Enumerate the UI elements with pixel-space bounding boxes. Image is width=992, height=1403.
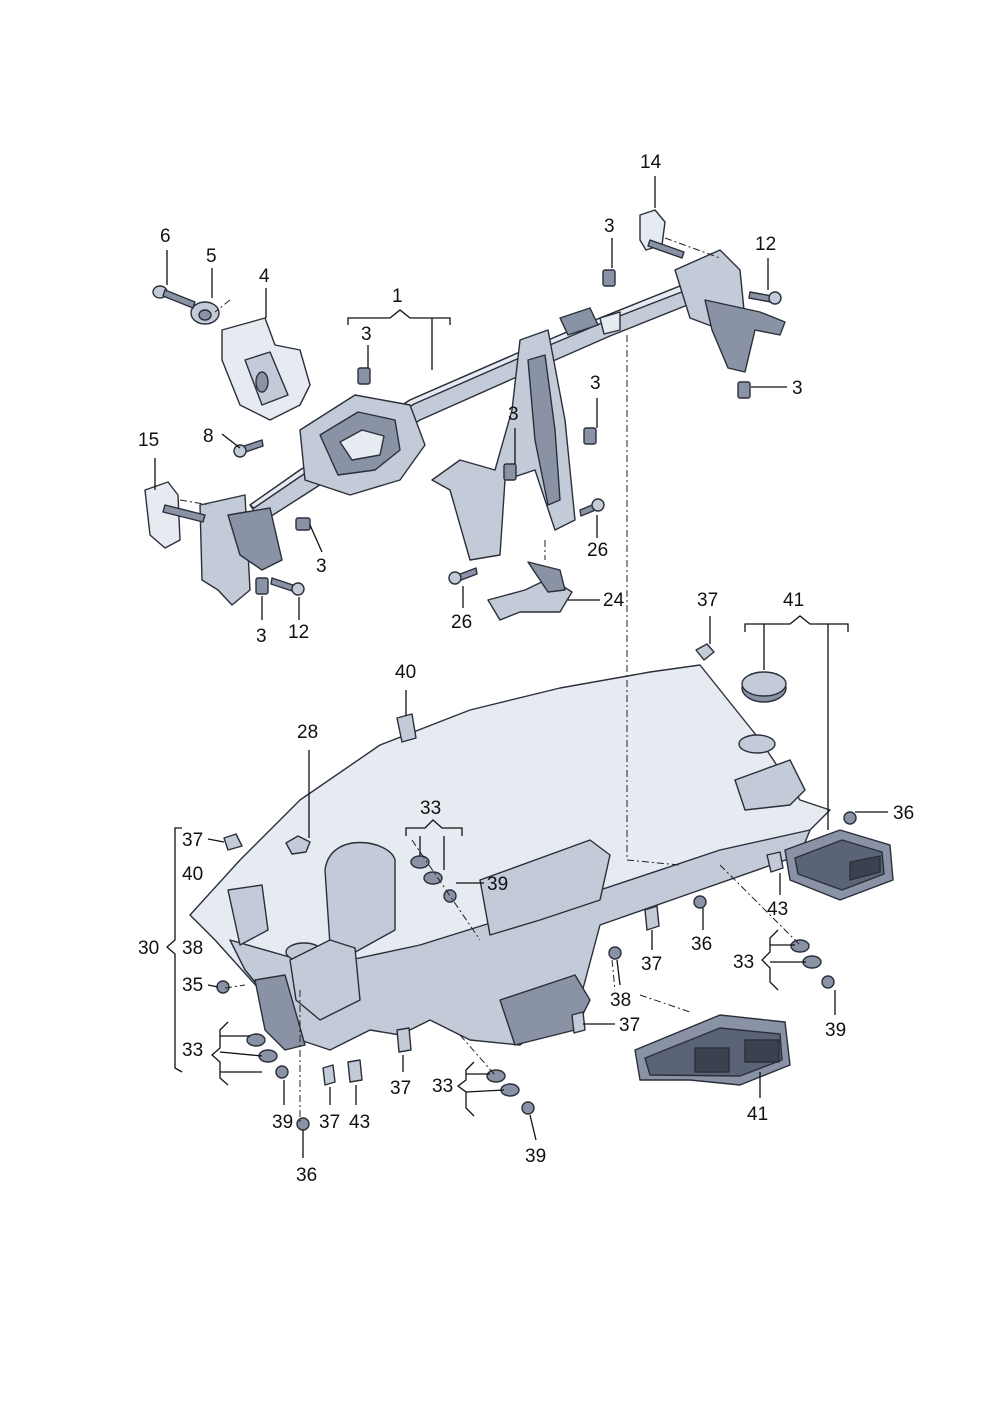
callout-37: 37 — [182, 830, 203, 851]
callout-3: 3 — [590, 373, 601, 394]
callout-1: 1 — [392, 286, 403, 307]
clips-lower — [223, 643, 715, 1086]
callout-30: 30 — [138, 938, 159, 959]
leader-lines — [154, 176, 888, 1158]
air-vent-round-part-41 — [741, 671, 787, 703]
callout-41: 41 — [783, 590, 804, 611]
callout-35: 35 — [182, 975, 203, 996]
callout-8: 8 — [203, 426, 214, 447]
callout-37: 37 — [390, 1078, 411, 1099]
callout-38: 38 — [610, 990, 631, 1011]
air-vent-lower-part-41 — [634, 1014, 791, 1086]
callout-3: 3 — [256, 626, 267, 647]
bracket-part-15 — [144, 481, 206, 549]
callout-40: 40 — [395, 662, 416, 683]
callout-39: 39 — [272, 1112, 293, 1133]
callout-37: 37 — [697, 590, 718, 611]
callout-36: 36 — [893, 803, 914, 824]
callout-33: 33 — [420, 798, 441, 819]
grommet-part-5 — [190, 301, 220, 325]
callout-6: 6 — [160, 226, 171, 247]
bracket-part-24 — [487, 561, 573, 621]
callout-26: 26 — [587, 540, 608, 561]
callout-37: 37 — [319, 1112, 340, 1133]
nuts-part-43 — [347, 851, 784, 1083]
callout-4: 4 — [259, 266, 270, 287]
callout-26: 26 — [451, 612, 472, 633]
bracket-part-14 — [639, 209, 685, 259]
callout-12: 12 — [288, 622, 309, 643]
callout-39: 39 — [487, 874, 508, 895]
dashboard-panel — [189, 664, 831, 1051]
callout-labels: 1 3 3 3 3 3 3 3 4 5 6 8 12 12 14 15 24 2… — [138, 152, 914, 1186]
bracket-part-4 — [221, 317, 311, 421]
callout-39: 39 — [525, 1146, 546, 1167]
callout-15: 15 — [138, 430, 159, 451]
callout-3: 3 — [316, 556, 327, 577]
callout-3: 3 — [508, 404, 519, 425]
callout-24: 24 — [603, 590, 625, 611]
bolts-upper — [233, 291, 782, 596]
callout-40: 40 — [182, 864, 203, 885]
callout-28: 28 — [297, 722, 318, 743]
callout-3: 3 — [361, 324, 372, 345]
cross-member — [199, 249, 786, 606]
callout-36: 36 — [296, 1165, 317, 1186]
callout-41: 41 — [747, 1104, 768, 1125]
callout-33: 33 — [182, 1040, 203, 1061]
callout-37: 37 — [619, 1015, 640, 1036]
callout-33: 33 — [432, 1076, 453, 1097]
callout-14: 14 — [640, 152, 662, 173]
callout-5: 5 — [206, 246, 217, 267]
callout-37: 37 — [641, 954, 662, 975]
callout-39: 39 — [825, 1020, 846, 1041]
callout-43: 43 — [767, 899, 788, 920]
callout-38: 38 — [182, 938, 203, 959]
bolt-part-6 — [152, 285, 196, 309]
clips-part-3 — [255, 269, 751, 595]
callout-3: 3 — [604, 216, 615, 237]
fasteners-lower — [216, 811, 857, 1131]
alignment-lines — [179, 237, 801, 1125]
callout-43: 43 — [349, 1112, 370, 1133]
callout-12: 12 — [755, 234, 776, 255]
callout-3: 3 — [792, 378, 803, 399]
air-vent-right-part-41 — [784, 829, 894, 901]
callout-33: 33 — [733, 952, 754, 973]
callout-36: 36 — [691, 934, 712, 955]
